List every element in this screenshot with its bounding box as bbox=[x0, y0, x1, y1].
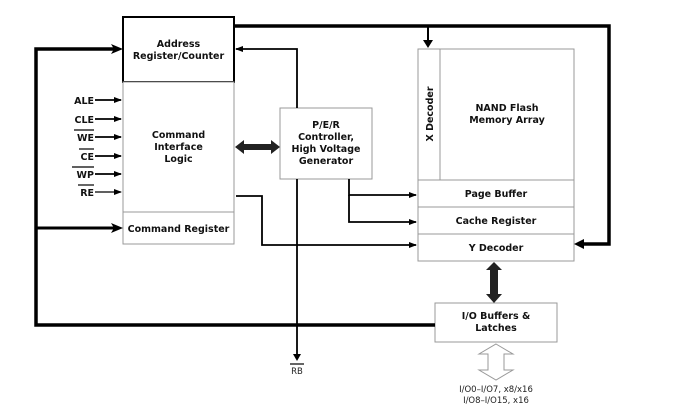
input-signal-ce: CE bbox=[79, 148, 122, 163]
ydecoder-io-bidir-arrow bbox=[486, 262, 502, 303]
nand-array-label-2: Memory Array bbox=[469, 115, 545, 126]
per-to-cache-register-line bbox=[348, 195, 417, 225]
input-signal-ale: ALE bbox=[74, 96, 122, 107]
input-signal-cle: CLE bbox=[74, 115, 122, 126]
input-signal-re: RE bbox=[78, 184, 122, 199]
io-pins-label-2: I/O8–I/O15, x16 bbox=[463, 396, 529, 406]
rb-label: RB bbox=[291, 367, 303, 377]
io-buffers-block bbox=[434, 302, 558, 343]
command-register-arrowhead bbox=[111, 223, 123, 233]
command-register-label: Command Register bbox=[128, 224, 230, 235]
x-decoder-arrowhead bbox=[423, 40, 433, 48]
svg-text:WE: WE bbox=[77, 133, 94, 144]
svg-text:RE: RE bbox=[80, 188, 94, 199]
nand-array-outer bbox=[417, 48, 575, 181]
cache-register-label: Cache Register bbox=[456, 216, 537, 227]
address-in-arrowhead bbox=[111, 44, 123, 54]
command-interface-label-1: Command bbox=[152, 130, 205, 141]
input-signal-wp: WP bbox=[72, 166, 122, 181]
y-decoder-arrowhead bbox=[574, 239, 584, 249]
address-register-block bbox=[122, 16, 235, 83]
per-to-address-line bbox=[235, 46, 298, 108]
command-interface-label-3: Logic bbox=[164, 154, 192, 165]
per-controller-label-4: Generator bbox=[299, 156, 354, 167]
page-buffer-label: Page Buffer bbox=[465, 189, 528, 200]
x-decoder-label: X Decoder bbox=[425, 86, 436, 141]
address-bus-top bbox=[234, 24, 611, 246]
svg-text:ALE: ALE bbox=[74, 96, 94, 107]
page-buffer-block bbox=[417, 179, 575, 208]
rb-arrowhead bbox=[293, 354, 301, 361]
io-pins-bidir-arrow bbox=[477, 343, 515, 381]
y-decoder-label: Y Decoder bbox=[468, 243, 524, 254]
per-controller-label-2: Controller, bbox=[298, 132, 354, 143]
svg-text:CLE: CLE bbox=[74, 115, 94, 126]
command-register-block bbox=[122, 211, 235, 245]
per-controller-block bbox=[279, 107, 373, 180]
y-decoder-block bbox=[417, 233, 575, 262]
logic-controller-bidir-arrow bbox=[235, 140, 280, 154]
address-register-label-1: Address bbox=[157, 39, 201, 50]
svg-text:CE: CE bbox=[81, 152, 94, 163]
io-buffers-label-2: Latches bbox=[475, 323, 517, 334]
io-buffers-label-1: I/O Buffers & bbox=[462, 311, 530, 322]
logic-to-y-decoder-line bbox=[236, 195, 417, 248]
per-controller-label-1: P/E/R bbox=[312, 120, 340, 131]
io-pins-label-1: I/O0–I/O7, x8/x16 bbox=[459, 385, 533, 395]
address-register-label-2: Register/Counter bbox=[133, 51, 225, 62]
cache-register-block bbox=[417, 206, 575, 235]
input-signal-we: WE bbox=[74, 129, 122, 144]
nand-array-label-1: NAND Flash bbox=[475, 103, 538, 114]
command-interface-label-2: Interface bbox=[154, 142, 203, 153]
command-interface-logic-block bbox=[122, 81, 235, 213]
io-bus-left-loop bbox=[34, 47, 435, 327]
svg-text:WP: WP bbox=[77, 170, 94, 181]
per-to-page-buffer-line bbox=[348, 179, 417, 198]
per-controller-label-3: High Voltage bbox=[292, 144, 361, 155]
